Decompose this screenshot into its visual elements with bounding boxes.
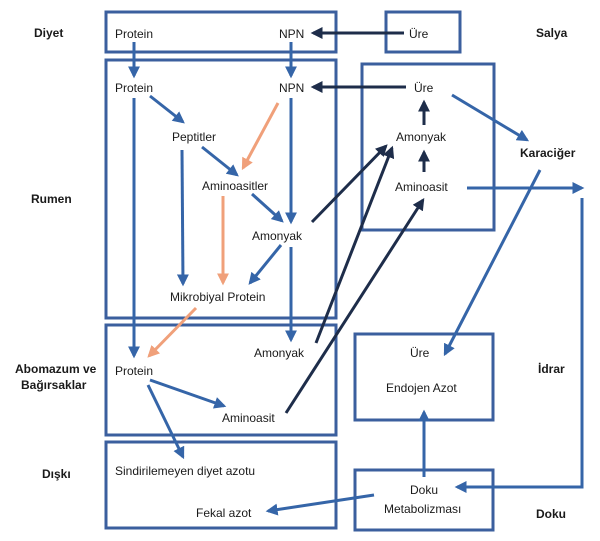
doku-box xyxy=(353,468,495,532)
side-label-idrar: İdrar xyxy=(538,361,565,376)
diyet-npn-label: NPN xyxy=(279,27,304,41)
side-label-abomazum-1: Abomazum ve xyxy=(15,362,97,376)
mikrobiyal-protein-label: Mikrobiyal Protein xyxy=(170,290,265,304)
side-label-rumen: Rumen xyxy=(31,192,72,206)
side-label-karaciger: Karaciğer xyxy=(520,146,576,160)
kc-aminoasit-label: Aminoasit xyxy=(395,180,448,194)
arrow-doku-met-to-fekal xyxy=(265,493,375,516)
fekal-azot-label: Fekal azot xyxy=(196,506,252,520)
rumen-box xyxy=(104,58,338,320)
aminoasitler-label: Aminoasitler xyxy=(202,179,268,193)
side-label-abomazum-2: Bağırsaklar xyxy=(21,378,87,392)
abo-protein-label: Protein xyxy=(115,364,153,378)
idrar-ure-label: Üre xyxy=(410,346,430,360)
arrow-abo-protein-to-sindirilemeyen xyxy=(146,384,185,460)
arrow-amonyak-to-mikrobiyal xyxy=(248,244,283,285)
kc-amonyak-label: Amonyak xyxy=(396,130,447,144)
arrow-abo-aminoasit-to-kc-aminoasit xyxy=(284,197,425,414)
abo-aminoasit-label: Aminoasit xyxy=(222,411,275,425)
arrow-rumen-npn-to-aminoasitler-orange xyxy=(241,102,280,171)
arrow-rumen-amonyak-to-kc-amonyak xyxy=(310,144,388,224)
rumen-npn-label: NPN xyxy=(279,81,304,95)
doku-metabolizmasi-label-2: Metabolizması xyxy=(384,502,461,516)
arrow-abo-protein-to-aminoasit xyxy=(149,378,227,409)
abo-amonyak-label: Amonyak xyxy=(254,346,305,360)
rumen-amonyak-label: Amonyak xyxy=(252,229,303,243)
arrow-ure-to-karaciger xyxy=(451,93,530,142)
salya-ure-label: Üre xyxy=(409,27,429,41)
karaciger-box xyxy=(360,62,496,232)
doku-metabolizmasi-label-1: Doku xyxy=(410,483,438,497)
arrow-abo-amonyak-to-kc-amonyak xyxy=(314,145,395,344)
diyet-protein-label: Protein xyxy=(115,27,153,41)
arrow-aminoasitler-to-amonyak xyxy=(250,192,284,223)
peptitler-label: Peptitler xyxy=(172,130,216,144)
arrow-mikrobiyal-to-abo-protein-orange xyxy=(147,306,198,358)
side-label-diski: Dışkı xyxy=(42,467,71,481)
arrow-doku-to-doku-metabolizmasi xyxy=(454,198,584,493)
side-label-salya: Salya xyxy=(536,26,568,40)
abomazum-box xyxy=(104,323,338,437)
arrow-karaciger-to-idrar-ure xyxy=(443,169,542,357)
side-label-doku: Doku xyxy=(536,507,566,521)
diski-box xyxy=(104,440,338,530)
rumen-protein-label: Protein xyxy=(115,81,153,95)
arrow-peptitler-to-aminoasitler xyxy=(201,145,239,177)
arrow-peptitler-to-mikrobiyal xyxy=(176,149,189,287)
kc-ure-label: Üre xyxy=(414,81,434,95)
side-label-diyet: Diyet xyxy=(34,26,63,40)
arrow-protein-to-peptitler xyxy=(149,94,185,124)
sindirilemeyen-label: Sindirilemeyen diyet azotu xyxy=(115,464,255,478)
endojen-azot-label: Endojen Azot xyxy=(386,381,457,395)
